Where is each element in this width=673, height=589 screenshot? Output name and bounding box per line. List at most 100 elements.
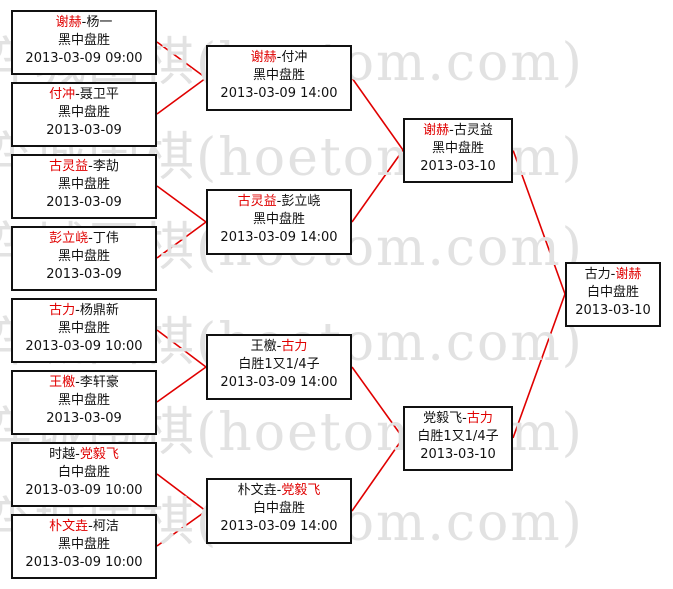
- bracket-connector-line: [156, 366, 207, 403]
- player-name: 李劼: [92, 159, 119, 174]
- player-name: 朴文垚: [49, 519, 89, 534]
- match-box-round1: 古力-杨鼎新 黑中盘胜 2013-03-09 10:00: [11, 298, 157, 363]
- match-players: 谢赫-古灵益: [423, 123, 493, 138]
- player-name: 党毅飞: [281, 483, 321, 498]
- match-date: 2013-03-09: [46, 123, 122, 138]
- match-box-final: 古力-谢赫 白中盘胜 2013-03-10: [565, 262, 661, 327]
- match-result: 黑中盘胜: [252, 68, 305, 83]
- match-date: 2013-03-09: [46, 267, 122, 282]
- player-name: 党毅飞: [423, 411, 463, 426]
- bracket-connector-line: [351, 437, 404, 512]
- player-name: 王檄: [49, 375, 76, 390]
- player-name: 杨鼎新: [79, 303, 119, 318]
- match-date: 2013-03-09: [46, 195, 122, 210]
- match-players: 党毅飞-古力: [423, 411, 493, 426]
- match-result: 黑中盘胜: [57, 177, 110, 192]
- match-date: 2013-03-09 14:00: [220, 230, 338, 245]
- match-date: 2013-03-09: [46, 411, 122, 426]
- player-name: 彭立峣: [281, 194, 321, 209]
- match-box-round1: 时越-党毅飞 白中盘胜 2013-03-09 10:00: [11, 442, 157, 507]
- match-box-round2: 王檄-古力 白胜1又1/4子 2013-03-09 14:00: [206, 334, 352, 400]
- match-result: 黑中盘胜: [57, 105, 110, 120]
- player-name: 杨一: [86, 15, 113, 30]
- player-name: 古力: [281, 339, 308, 354]
- match-result: 白中盘胜: [586, 285, 639, 300]
- player-name: 时越: [49, 447, 76, 462]
- match-box-round1: 彭立峣-丁伟 黑中盘胜 2013-03-09: [11, 226, 157, 291]
- player-name: 古灵益: [453, 123, 493, 138]
- player-name: 党毅飞: [79, 447, 119, 462]
- match-box-round1: 朴文垚-柯洁 黑中盘胜 2013-03-09 10:00: [11, 514, 157, 579]
- bracket-connector-line: [512, 293, 566, 439]
- bracket-connector-line: [156, 510, 207, 547]
- match-box-round1: 谢赫-杨一 黑中盘胜 2013-03-09 09:00: [11, 10, 157, 75]
- match-date: 2013-03-09 09:00: [25, 51, 143, 66]
- match-players: 时越-党毅飞: [49, 447, 119, 462]
- player-name: 古灵益: [49, 159, 89, 174]
- match-players: 王檄-古力: [250, 339, 308, 354]
- match-result: 白中盘胜: [252, 501, 305, 516]
- match-box-round1: 古灵益-李劼 黑中盘胜 2013-03-09: [11, 154, 157, 219]
- match-players: 彭立峣-丁伟: [49, 231, 119, 246]
- bracket-connector-line: [156, 221, 207, 259]
- match-date: 2013-03-09 10:00: [25, 555, 143, 570]
- player-name: 古力: [49, 303, 76, 318]
- bracket-connector-line: [351, 77, 404, 151]
- match-box-round3: 谢赫-古灵益 黑中盘胜 2013-03-10: [403, 118, 513, 183]
- match-players: 谢赫-杨一: [55, 15, 113, 30]
- player-name: 谢赫: [423, 123, 450, 138]
- bracket-connector-line: [156, 473, 207, 512]
- player-name: 谢赫: [250, 50, 277, 65]
- bracket-connector-line: [351, 366, 404, 439]
- player-name: 聂卫平: [79, 87, 119, 102]
- player-name: 朴文垚: [237, 483, 277, 498]
- player-name: 古力: [466, 411, 493, 426]
- bracket-connector-line: [512, 149, 566, 295]
- match-date: 2013-03-10: [420, 447, 496, 462]
- player-name: 付冲: [49, 87, 76, 102]
- match-result: 黑中盘胜: [57, 321, 110, 336]
- match-result: 黑中盘胜: [57, 249, 110, 264]
- match-date: 2013-03-10: [420, 159, 496, 174]
- bracket-connector-line: [156, 41, 207, 79]
- player-name: 古灵益: [237, 194, 277, 209]
- bracket-connector-line: [156, 77, 207, 115]
- match-date: 2013-03-09 14:00: [220, 86, 338, 101]
- match-date: 2013-03-10: [575, 303, 651, 318]
- match-players: 王檄-李轩豪: [49, 375, 119, 390]
- match-result: 黑中盘胜: [57, 537, 110, 552]
- match-box-round1: 王檄-李轩豪 黑中盘胜 2013-03-09: [11, 370, 157, 435]
- match-result: 黑中盘胜: [57, 33, 110, 48]
- match-box-round1: 付冲-聂卫平 黑中盘胜 2013-03-09: [11, 82, 157, 147]
- player-name: 谢赫: [615, 267, 642, 282]
- player-name: 付冲: [281, 50, 308, 65]
- match-date: 2013-03-09 14:00: [220, 375, 338, 390]
- match-players: 古灵益-李劼: [49, 159, 119, 174]
- match-players: 付冲-聂卫平: [49, 87, 119, 102]
- player-name: 古力: [584, 267, 611, 282]
- match-result: 黑中盘胜: [431, 141, 484, 156]
- player-name: 丁伟: [92, 231, 119, 246]
- match-result: 黑中盘胜: [57, 393, 110, 408]
- player-name: 王檄: [250, 339, 277, 354]
- match-result: 白胜1又1/4子: [417, 429, 499, 444]
- match-players: 古力-杨鼎新: [49, 303, 119, 318]
- match-box-round3: 党毅飞-古力 白胜1又1/4子 2013-03-10: [403, 406, 513, 471]
- match-result: 白中盘胜: [57, 465, 110, 480]
- match-players: 古力-谢赫: [584, 267, 642, 282]
- match-box-round2: 古灵益-彭立峣 黑中盘胜 2013-03-09 14:00: [206, 189, 352, 255]
- match-players: 古灵益-彭立峣: [237, 194, 321, 209]
- player-name: 李轩豪: [79, 375, 119, 390]
- bracket-connector-line: [156, 185, 207, 223]
- player-name: 谢赫: [55, 15, 82, 30]
- player-name: 柯洁: [92, 519, 119, 534]
- match-box-round2: 谢赫-付冲 黑中盘胜 2013-03-09 14:00: [206, 45, 352, 111]
- bracket-connector-line: [351, 149, 404, 223]
- player-name: 彭立峣: [49, 231, 89, 246]
- bracket-connector-line: [156, 329, 207, 368]
- match-date: 2013-03-09 14:00: [220, 519, 338, 534]
- match-players: 朴文垚-党毅飞: [237, 483, 321, 498]
- match-result: 白胜1又1/4子: [238, 357, 320, 372]
- match-box-round2: 朴文垚-党毅飞 白中盘胜 2013-03-09 14:00: [206, 478, 352, 544]
- match-date: 2013-03-09 10:00: [25, 339, 143, 354]
